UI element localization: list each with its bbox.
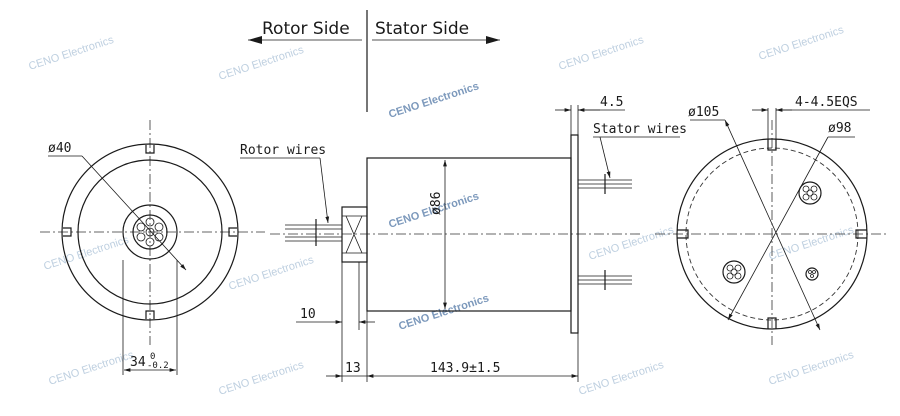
bore-tol-upper: 0 bbox=[150, 352, 155, 362]
phi98-leader bbox=[727, 136, 829, 321]
watermark: CENO Electronics bbox=[767, 349, 855, 388]
phi105-label: ø105 bbox=[688, 105, 719, 120]
phi40-label: ø40 bbox=[48, 141, 71, 156]
phi105-leader bbox=[724, 119, 821, 331]
left-end-view: ø40 34 0 -0.2 bbox=[40, 120, 265, 375]
hub-inner bbox=[132, 214, 168, 250]
main-body bbox=[366, 157, 572, 312]
rotor-wire-lines bbox=[285, 219, 342, 246]
watermark: CENO Electronics bbox=[757, 24, 845, 63]
notch-top bbox=[145, 145, 155, 154]
stator-wires-leader bbox=[599, 136, 611, 179]
watermark: CENO Electronics bbox=[577, 359, 665, 398]
bore-tol-lower: -0.2 bbox=[147, 361, 169, 371]
stator-flange bbox=[570, 134, 579, 334]
watermark: CENO Electronics bbox=[587, 224, 675, 263]
left-inner-circle bbox=[77, 159, 223, 305]
watermark: CENO Electronics bbox=[217, 44, 305, 83]
bore-main: 34 bbox=[130, 355, 146, 370]
notch-right bbox=[228, 227, 237, 237]
rotor-wires-leader bbox=[319, 157, 330, 224]
side-header: Rotor Side Stator Side bbox=[248, 10, 500, 112]
stator-side-arrowhead bbox=[486, 36, 500, 44]
phi40-leader bbox=[81, 155, 187, 271]
shaft-len-label: 10 bbox=[300, 307, 316, 322]
wire-bundle bbox=[136, 217, 164, 247]
right-end-view: ø105 ø98 4-4.5EQS bbox=[655, 95, 888, 345]
hub-len-label: 13 bbox=[345, 361, 361, 376]
rotor-wires-label: Rotor wires bbox=[240, 143, 326, 158]
rotor-side-arrowhead bbox=[248, 36, 262, 44]
notch-left bbox=[63, 227, 72, 237]
watermark: CENO Electronics bbox=[387, 80, 480, 121]
watermark: CENO Electronics bbox=[557, 34, 645, 73]
stator-wires-label: Stator wires bbox=[593, 122, 687, 137]
side-view: Rotor wires Stator wires ø86 4.5 10 13 1… bbox=[240, 95, 687, 382]
watermark: CENO Electronics bbox=[27, 34, 115, 73]
phi86-label: ø86 bbox=[429, 192, 444, 215]
holes-label: 4-4.5EQS bbox=[795, 95, 858, 110]
rotor-side-label: Rotor Side bbox=[262, 19, 350, 39]
watermark: CENO Electronics bbox=[227, 254, 315, 293]
stator-side-label: Stator Side bbox=[375, 19, 469, 39]
stator-wire-lines-upper bbox=[578, 174, 632, 194]
watermark: CENO Electronics bbox=[397, 292, 490, 333]
flange-thk-label: 4.5 bbox=[600, 95, 623, 110]
notch-bottom bbox=[145, 310, 155, 319]
left-outer-circle bbox=[61, 143, 239, 321]
stator-wire-lines-lower bbox=[578, 270, 632, 290]
phi98-label: ø98 bbox=[828, 121, 851, 136]
watermark: CENO Electronics bbox=[47, 349, 135, 388]
hub-outer bbox=[122, 204, 178, 260]
watermark: CENO Electronics bbox=[217, 359, 305, 398]
rotor-hub bbox=[341, 206, 368, 263]
body-len-label: 143.9±1.5 bbox=[430, 361, 500, 376]
